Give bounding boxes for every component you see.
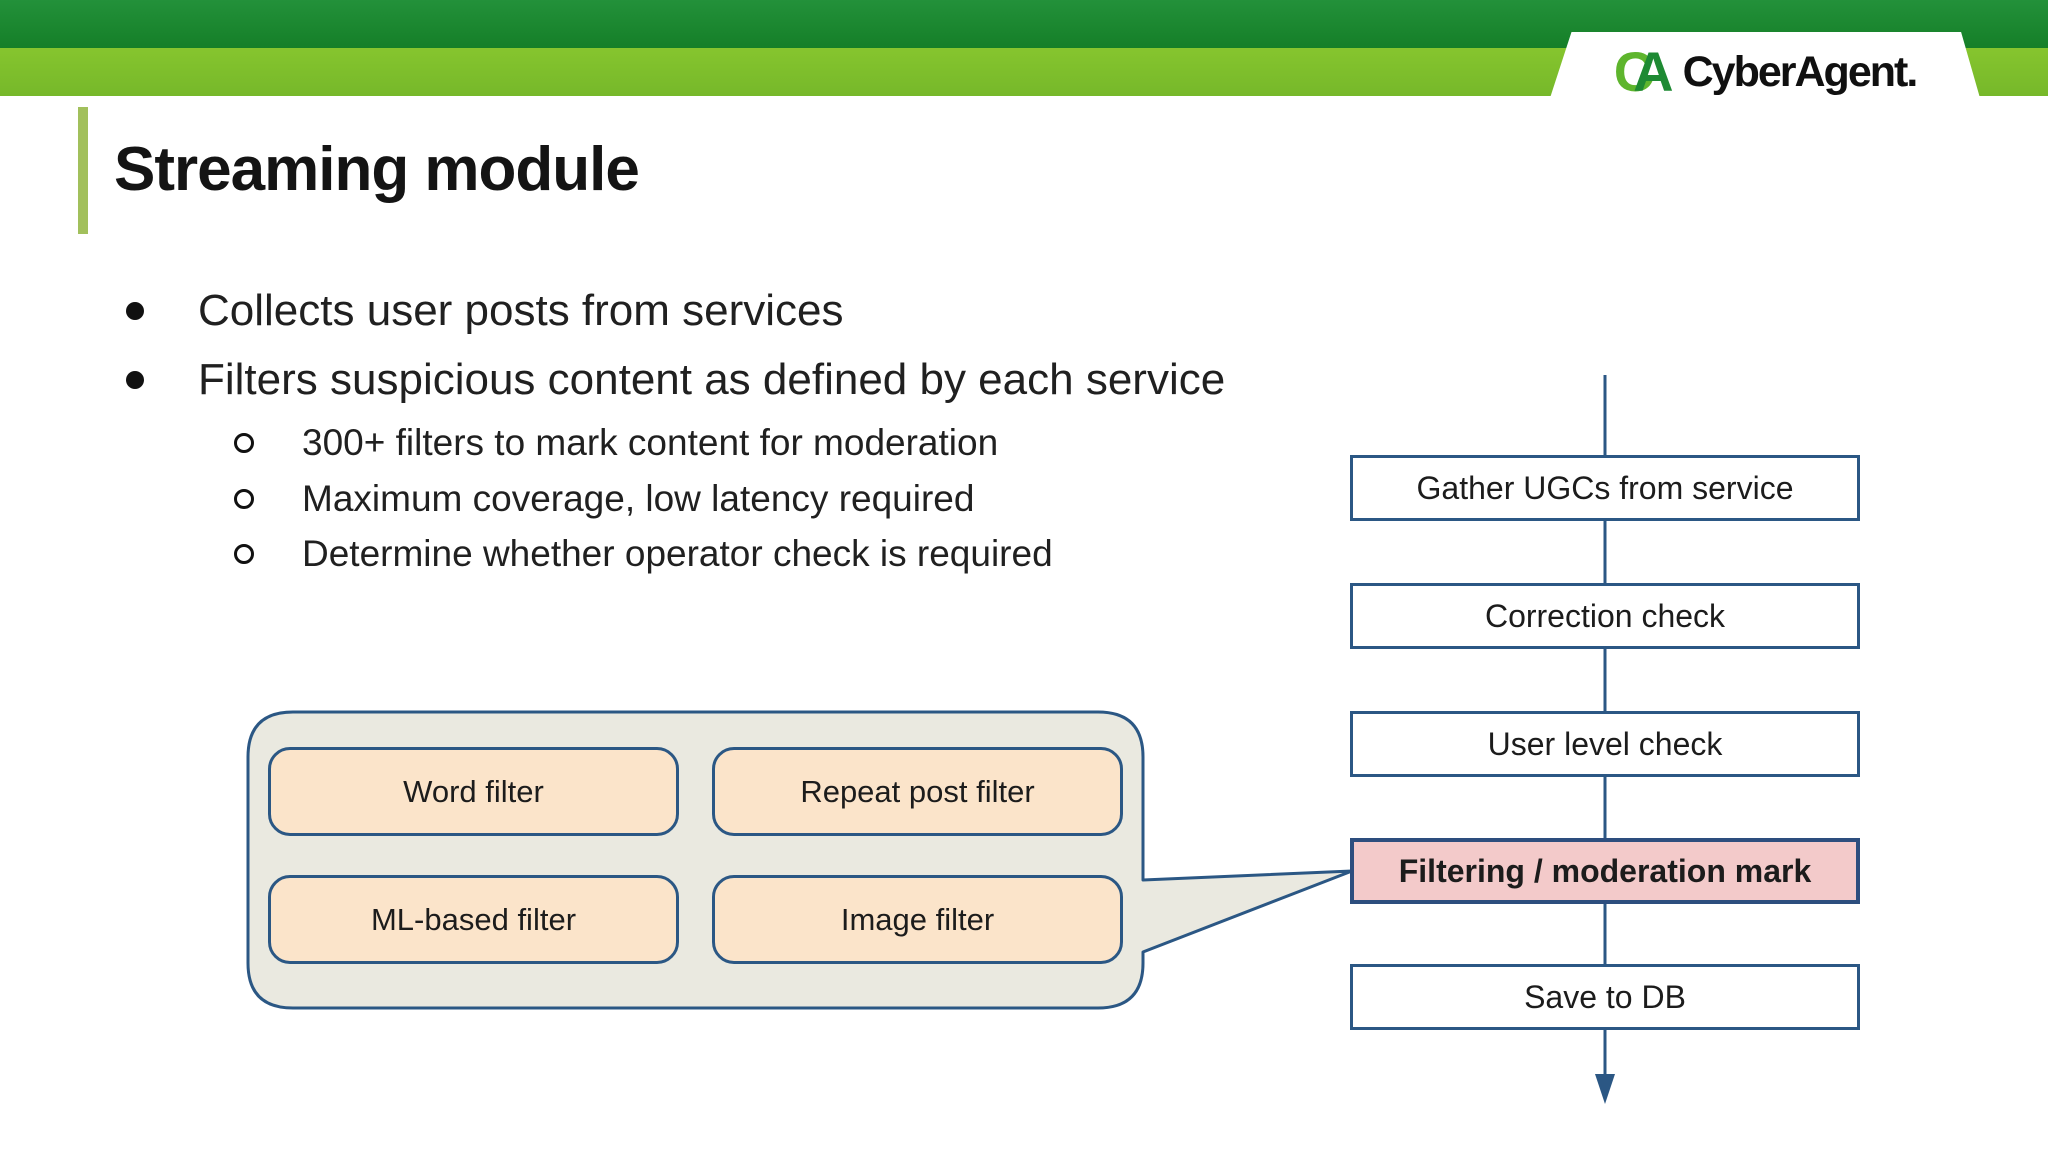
bullet-dot-icon (126, 302, 144, 320)
filter-box-ml-based: ML-based filter (268, 875, 679, 964)
sub-bullet-item: Determine whether operator check is requ… (234, 530, 1053, 578)
filter-label: Repeat post filter (800, 773, 1035, 809)
cyberagent-logo-text: CyberAgent. (1682, 47, 1919, 96)
sub-bullet-item: Maximum coverage, low latency required (234, 475, 974, 523)
sub-bullet-text: Maximum coverage, low latency required (302, 478, 975, 519)
sub-bullet-text: Determine whether operator check is requ… (302, 533, 1053, 574)
flow-step-correction-check: Correction check (1350, 583, 1860, 649)
flow-step-label: Save to DB (1524, 978, 1686, 1015)
sub-bullet-item: 300+ filters to mark content for moderat… (234, 419, 998, 467)
flow-step-gather-ugcs: Gather UGCs from service (1350, 455, 1860, 521)
filter-label: Word filter (403, 773, 544, 809)
flow-step-filtering-moderation-mark: Filtering / moderation mark (1350, 838, 1860, 904)
bullet-dot-icon (126, 371, 144, 389)
flow-step-label: Gather UGCs from service (1416, 469, 1794, 506)
bullet-item: Collects user posts from services (126, 283, 844, 339)
cyberagent-logo-icon: CA (1614, 44, 1674, 99)
arrow-down-icon (1595, 1074, 1615, 1104)
filter-label: ML-based filter (370, 901, 577, 937)
filter-box-image: Image filter (712, 875, 1123, 964)
bullet-circle-icon (234, 433, 254, 453)
bullet-text: Collects user posts from services (198, 286, 844, 335)
page-title: Streaming module (114, 135, 640, 204)
filter-box-repeat-post: Repeat post filter (712, 747, 1123, 836)
flow-step-label: User level check (1487, 725, 1723, 762)
sub-bullet-text: 300+ filters to mark content for moderat… (302, 422, 999, 463)
filter-box-word: Word filter (268, 747, 679, 836)
flow-step-user-level-check: User level check (1350, 711, 1860, 777)
flow-step-label: Correction check (1484, 597, 1726, 634)
bullet-item: Filters suspicious content as defined by… (126, 352, 1225, 408)
bullet-text: Filters suspicious content as defined by… (198, 355, 1226, 404)
bullet-circle-icon (234, 544, 254, 564)
title-accent-bar (78, 107, 88, 234)
flow-step-save-to-db: Save to DB (1350, 964, 1860, 1030)
cyberagent-banner: CA CyberAgent. (1550, 32, 1980, 98)
flow-step-label: Filtering / moderation mark (1398, 852, 1812, 889)
bullet-circle-icon (234, 489, 254, 509)
logo-letter-a: A (1633, 40, 1673, 103)
logo-letter-c: C (1613, 40, 1654, 103)
filter-label: Image filter (840, 901, 995, 937)
